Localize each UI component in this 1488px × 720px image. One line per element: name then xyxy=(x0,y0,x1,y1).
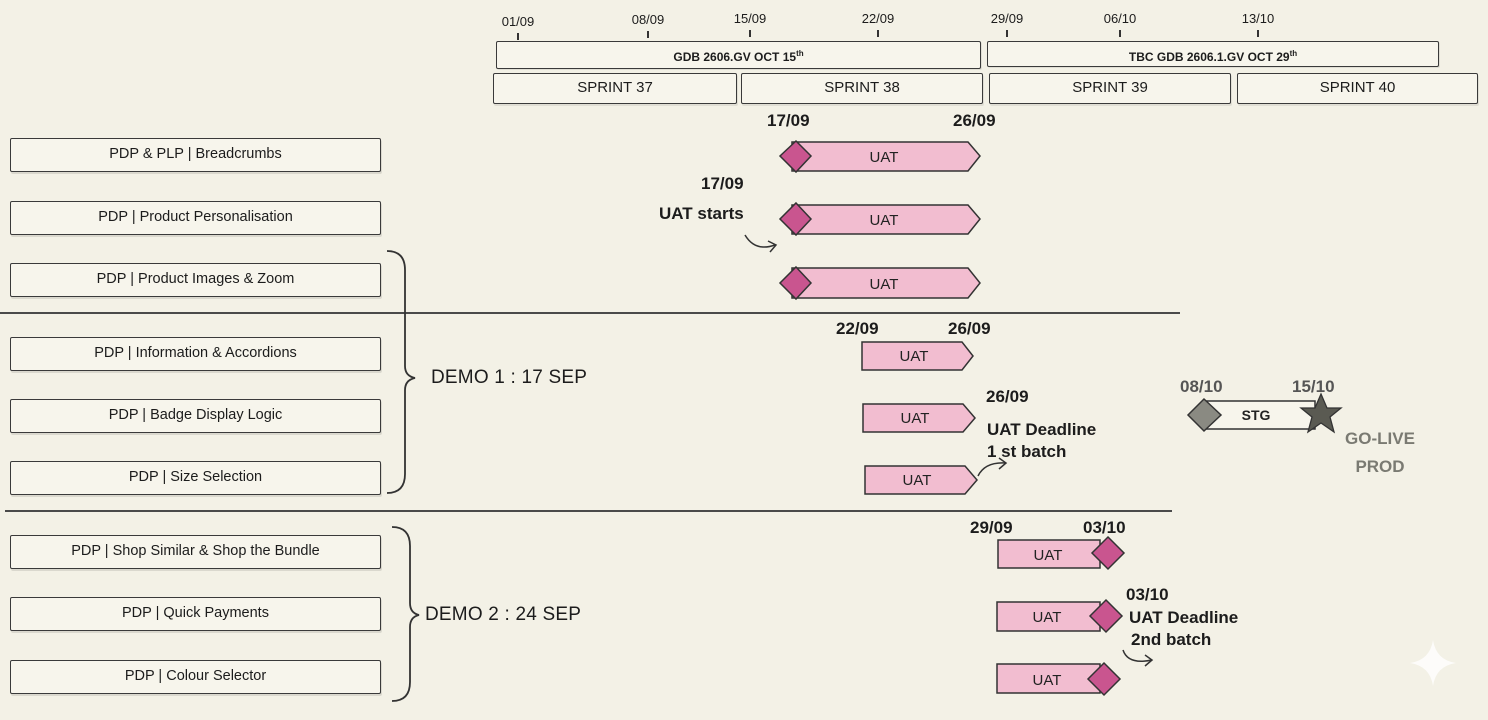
stg-diamond xyxy=(1186,397,1223,433)
bar-label: UAT xyxy=(900,348,929,365)
arrow-icon xyxy=(744,234,776,248)
date-annotation: 03/10 xyxy=(1126,585,1169,604)
date-tick-label: 29/09 xyxy=(990,11,1024,26)
task-box: PDP | Badge Display Logic xyxy=(10,399,381,433)
bar-label: UAT xyxy=(1034,547,1063,564)
date-annotation: 15/10 xyxy=(1292,377,1335,396)
group-divider xyxy=(5,510,1172,512)
date-tick-mark xyxy=(517,33,519,40)
date-tick-label: 06/10 xyxy=(1103,11,1137,26)
arrow-icon xyxy=(1122,649,1153,662)
sprint-box: SPRINT 40 xyxy=(1237,73,1478,104)
date-tick-label: 15/09 xyxy=(733,11,767,26)
uat-bar xyxy=(996,663,1101,694)
milestone-diamond xyxy=(778,139,813,174)
sprint-box: SPRINT 39 xyxy=(989,73,1231,104)
task-box: PDP & PLP | Breadcrumbs xyxy=(10,138,381,172)
date-annotation: 22/09 xyxy=(836,319,879,338)
sprint-box: SPRINT 37 xyxy=(493,73,737,104)
task-box: PDP | Colour Selector xyxy=(10,660,381,694)
bar-label: UAT xyxy=(1033,672,1062,689)
release-box: TBC GDB 2606.1.GV OCT 29th xyxy=(987,41,1439,67)
milestone-diamond xyxy=(1086,661,1122,697)
date-tick-mark xyxy=(1006,30,1008,37)
demo-brace xyxy=(391,526,420,702)
golive-line: GO-LIVE xyxy=(1345,429,1415,448)
date-tick-label: 13/10 xyxy=(1241,11,1275,26)
sprint-box: SPRINT 38 xyxy=(741,73,983,104)
date-annotation: 08/10 xyxy=(1180,377,1223,396)
date-annotation: 17/09 xyxy=(701,174,744,193)
date-annotation: 26/09 xyxy=(953,111,996,130)
release-suffix: th xyxy=(796,49,804,58)
release-label: TBC GDB 2606.1.GV OCT 29 xyxy=(1128,50,1290,64)
sparkle-icon xyxy=(1410,640,1456,686)
bar-label: UAT xyxy=(870,212,899,229)
date-tick-label: 22/09 xyxy=(861,11,895,26)
uat-bar xyxy=(862,403,976,433)
milestone-diamond xyxy=(778,265,813,301)
release-suffix: th xyxy=(1289,49,1298,58)
release-label: GDB 2606.GV OCT 15 xyxy=(673,50,797,64)
uat-bar xyxy=(997,539,1101,569)
date-tick-mark xyxy=(1119,30,1121,37)
deadline-label: UAT Deadline xyxy=(1129,608,1239,627)
golive-label: GO-LIVE PROD xyxy=(1335,425,1425,481)
task-box: PDP | Shop Similar & Shop the Bundle xyxy=(10,535,381,569)
group-divider xyxy=(0,312,1180,314)
date-tick-mark xyxy=(877,30,879,37)
milestone-diamond xyxy=(1090,535,1126,571)
arrow-icon xyxy=(1144,654,1154,667)
release-box: GDB 2606.GV OCT 15th xyxy=(496,41,981,69)
bar-label: UAT xyxy=(870,149,899,166)
date-tick-mark xyxy=(1257,30,1259,37)
golive-line: PROD xyxy=(1355,457,1405,476)
bar-label: UAT xyxy=(1033,609,1062,626)
milestone-diamond xyxy=(778,201,813,237)
task-box: PDP | Size Selection xyxy=(10,461,381,495)
arrow-icon xyxy=(767,240,778,253)
date-annotation: 03/10 xyxy=(1083,518,1126,537)
demo-label: DEMO 1 : 17 SEP xyxy=(431,367,588,388)
date-annotation: 17/09 xyxy=(767,111,810,130)
task-box: PDP | Information & Accordions xyxy=(10,337,381,371)
deadline-label: 2nd batch xyxy=(1131,630,1212,649)
date-annotation: 29/09 xyxy=(970,518,1013,537)
bar-label: UAT xyxy=(901,410,930,427)
task-box: PDP | Quick Payments xyxy=(10,597,381,631)
deadline-label: 1 st batch xyxy=(987,442,1067,461)
uat-bar xyxy=(864,465,978,495)
bar-label: UAT xyxy=(903,472,932,489)
arrow-icon xyxy=(977,462,1006,477)
demo-brace xyxy=(386,250,416,494)
task-box: PDP | Product Personalisation xyxy=(10,201,381,235)
task-box: PDP | Product Images & Zoom xyxy=(10,263,381,297)
demo-label: DEMO 2 : 24 SEP xyxy=(425,604,582,625)
uat-bar xyxy=(861,341,974,371)
golive-star-icon xyxy=(1299,392,1343,434)
bar-label: UAT xyxy=(870,276,899,293)
stg-label: STG xyxy=(1242,407,1271,423)
date-tick-label: 01/09 xyxy=(501,14,535,29)
date-tick-label: 08/09 xyxy=(631,12,665,27)
deadline-label: UAT Deadline xyxy=(987,420,1097,439)
uat-bar xyxy=(996,601,1101,632)
date-annotation: 26/09 xyxy=(986,387,1029,406)
uat-starts-label: UAT starts xyxy=(659,204,744,223)
arrow-icon xyxy=(998,457,1008,470)
date-annotation: 26/09 xyxy=(948,319,991,338)
date-tick-mark xyxy=(647,31,649,38)
milestone-diamond xyxy=(1088,598,1124,634)
date-tick-mark xyxy=(749,30,751,37)
